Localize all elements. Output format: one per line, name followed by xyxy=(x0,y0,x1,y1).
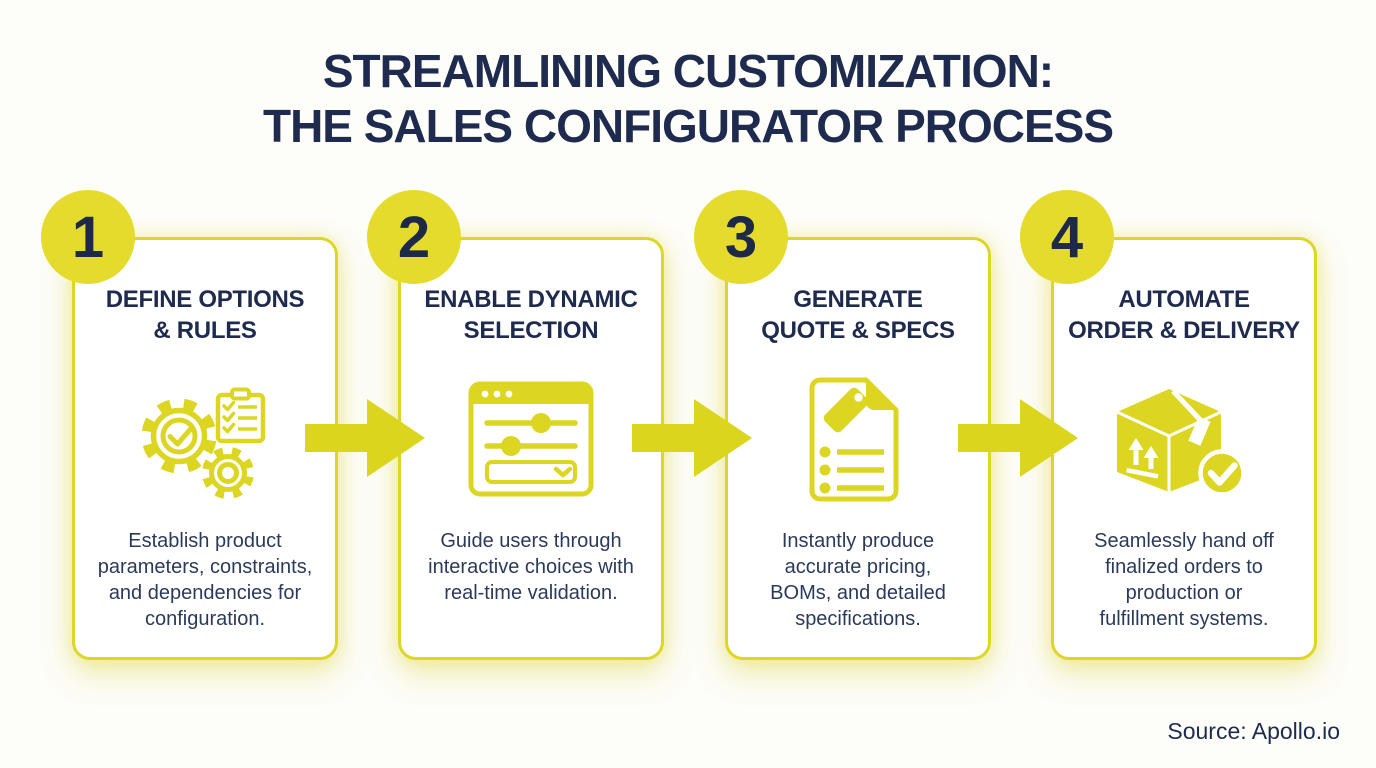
browser-sliders-icon xyxy=(468,381,594,497)
step-description-4: Seamlessly hand off finalized orders to … xyxy=(1094,530,1274,630)
step-number-badge-3: 3 xyxy=(694,190,788,284)
step-icon-wrap-1 xyxy=(75,356,335,514)
step-icon-wrap-3 xyxy=(728,356,988,514)
flow-arrow-icon-2 xyxy=(632,399,752,477)
step-description-2: Guide users through interactive choices … xyxy=(428,530,634,604)
step-card-3: 3 GENERATE QUOTE & SPECS Instantly produ… xyxy=(694,190,991,660)
step-heading-4: AUTOMATE ORDER & DELIVERY xyxy=(1068,286,1300,344)
step-card-1: 1 DEFINE OPTIONS & RULES xyxy=(41,190,338,660)
step-heading-2: ENABLE DYNAMIC SELECTION xyxy=(424,286,638,344)
step-icon-wrap-2 xyxy=(401,356,661,514)
gears-checklist-icon xyxy=(141,387,266,499)
step-heading-3: GENERATE QUOTE & SPECS xyxy=(761,286,955,344)
step-heading-1: DEFINE OPTIONS & RULES xyxy=(105,286,305,344)
source-attribution: Source: Apollo.io xyxy=(1167,718,1340,744)
step-icon-wrap-4 xyxy=(1054,356,1314,514)
quote-document-tag-icon xyxy=(809,377,899,501)
step-description-1: Establish product parameters, constraint… xyxy=(97,530,313,630)
step-number-badge-1: 1 xyxy=(41,190,135,284)
step-card-2: 2 ENABLE DYNAMIC SELECTION Guide users t… xyxy=(367,190,664,660)
page-title: STREAMLINING CUSTOMIZATION: THE SALES CO… xyxy=(262,45,1114,152)
step-card-4: 4 AUTOMATE ORDER & DELIVERY xyxy=(1020,190,1317,660)
flow-arrow-icon-1 xyxy=(305,399,425,477)
step-number-badge-2: 2 xyxy=(367,190,461,284)
step-number-badge-4: 4 xyxy=(1020,190,1114,284)
shipping-box-check-icon xyxy=(1117,389,1246,497)
step-description-3: Instantly produce accurate pricing, BOMs… xyxy=(770,530,946,630)
flow-arrow-icon-3 xyxy=(958,399,1078,477)
